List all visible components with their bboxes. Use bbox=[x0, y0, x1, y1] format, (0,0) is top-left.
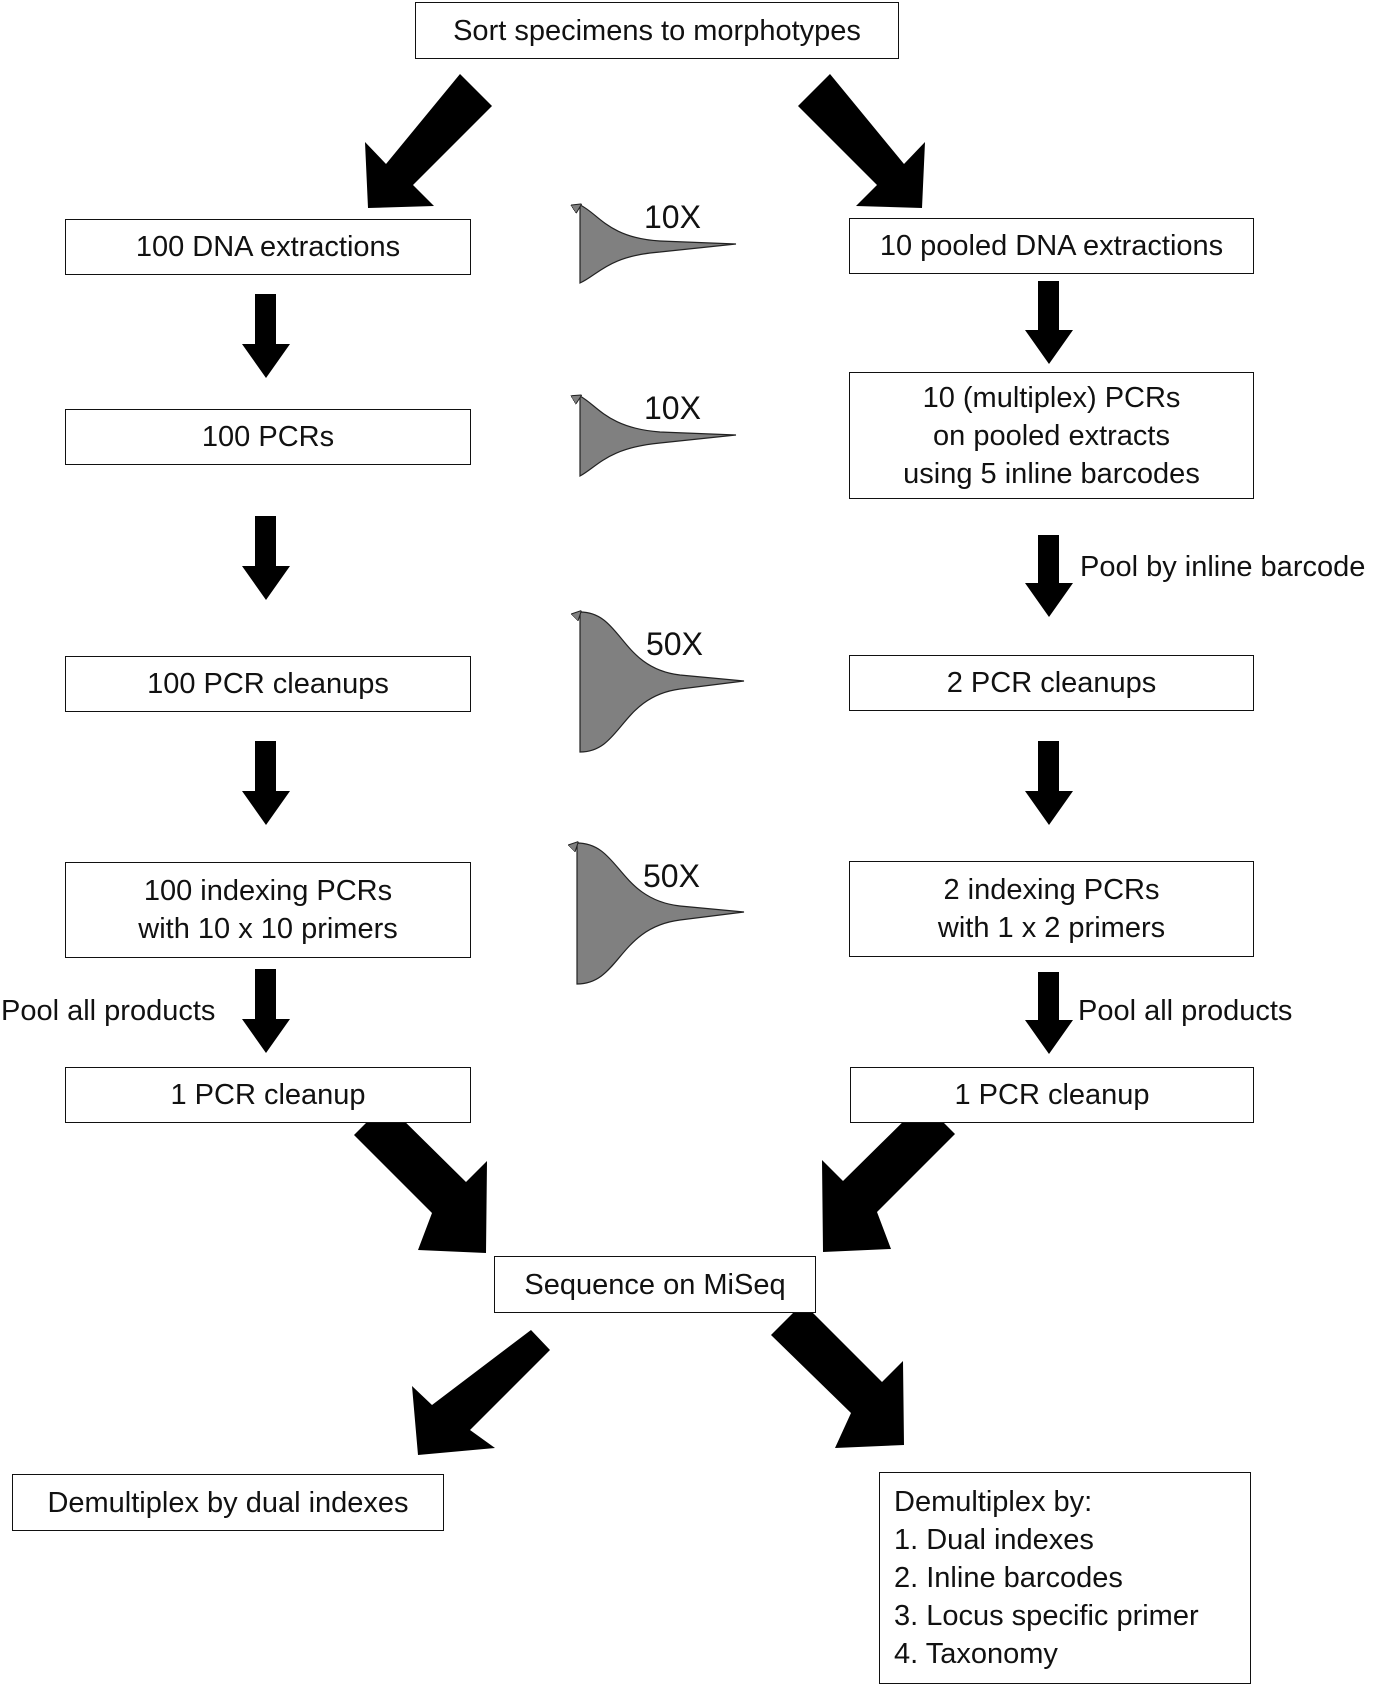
left-indexing-line-2: with 10 x 10 primers bbox=[138, 913, 398, 945]
left-indexing-box: 100 indexing PCRs with 10 x 10 primers bbox=[65, 862, 471, 958]
arrow-left-to-sequence bbox=[354, 1103, 487, 1253]
funnel-10x-pcrs bbox=[580, 396, 737, 478]
arrow-sequence-to-left bbox=[412, 1330, 550, 1455]
right-extractions-box: 10 pooled DNA extractions bbox=[849, 218, 1254, 274]
right-demultiplex-box: Demultiplex by: 1. Dual indexes 2. Inlin… bbox=[879, 1472, 1251, 1684]
sequence-box: Sequence on MiSeq bbox=[494, 1256, 816, 1313]
factor-10x-extractions: 10X bbox=[644, 199, 701, 235]
right-pcrs-box: 10 (multiplex) PCRs on pooled extracts u… bbox=[849, 372, 1254, 499]
arrow-left-1 bbox=[242, 294, 290, 378]
arrow-sequence-to-right bbox=[771, 1303, 904, 1448]
arrow-left-2 bbox=[242, 516, 290, 600]
right-pool-label: Pool all products bbox=[1078, 995, 1293, 1027]
right-cleanups-box: 2 PCR cleanups bbox=[849, 655, 1254, 711]
arrow-right-to-sequence bbox=[822, 1102, 955, 1252]
arrow-right-2 bbox=[1025, 535, 1073, 617]
right-pcrs-line-3: using 5 inline barcodes bbox=[903, 457, 1200, 490]
right-demultiplex-line-1: Demultiplex by: bbox=[894, 1486, 1093, 1518]
left-cleanups-box: 100 PCR cleanups bbox=[65, 656, 471, 712]
left-final-cleanup-box: 1 PCR cleanup bbox=[65, 1067, 471, 1123]
left-indexing-line-1: 100 indexing PCRs bbox=[143, 875, 393, 907]
arrow-right-3 bbox=[1025, 741, 1073, 825]
left-demultiplex-box: Demultiplex by dual indexes bbox=[12, 1474, 444, 1531]
factor-10x-pcrs: 10X bbox=[644, 390, 701, 426]
left-pcrs-box: 100 PCRs bbox=[65, 409, 471, 465]
right-demultiplex-line-3: 2. Inline barcodes bbox=[894, 1562, 1123, 1594]
arrow-left-3 bbox=[242, 741, 290, 825]
right-pcrs-line-2: on pooled extracts bbox=[933, 419, 1170, 452]
arrow-start-to-left bbox=[365, 74, 492, 208]
funnel-50x-cleanups bbox=[580, 612, 745, 753]
arrow-right-1 bbox=[1025, 281, 1073, 364]
funnel-10x-extractions bbox=[580, 205, 737, 284]
right-demultiplex-line-5: 4. Taxonomy bbox=[894, 1638, 1058, 1670]
right-demultiplex-line-2: 1. Dual indexes bbox=[894, 1524, 1094, 1556]
right-final-cleanup-box: 1 PCR cleanup bbox=[850, 1067, 1254, 1123]
arrow-right-4 bbox=[1025, 972, 1073, 1054]
funnel-50x-indexing bbox=[577, 843, 745, 985]
right-pool-barcode-label: Pool by inline barcode bbox=[1080, 551, 1366, 583]
left-pool-label: Pool all products bbox=[1, 995, 216, 1027]
right-demultiplex-line-4: 3. Locus specific primer bbox=[894, 1600, 1199, 1632]
right-indexing-box: 2 indexing PCRs with 1 x 2 primers bbox=[849, 861, 1254, 957]
factor-50x-cleanups: 50X bbox=[646, 626, 703, 662]
start-box: Sort specimens to morphotypes bbox=[415, 2, 899, 59]
right-indexing-line-2: with 1 x 2 primers bbox=[937, 912, 1166, 944]
factor-50x-indexing: 50X bbox=[643, 858, 700, 894]
right-indexing-line-1: 2 indexing PCRs bbox=[943, 874, 1160, 906]
arrow-start-to-right bbox=[798, 74, 925, 208]
arrow-left-4 bbox=[242, 969, 290, 1053]
right-pcrs-line-1: 10 (multiplex) PCRs bbox=[922, 381, 1181, 414]
left-extractions-box: 100 DNA extractions bbox=[65, 219, 471, 275]
